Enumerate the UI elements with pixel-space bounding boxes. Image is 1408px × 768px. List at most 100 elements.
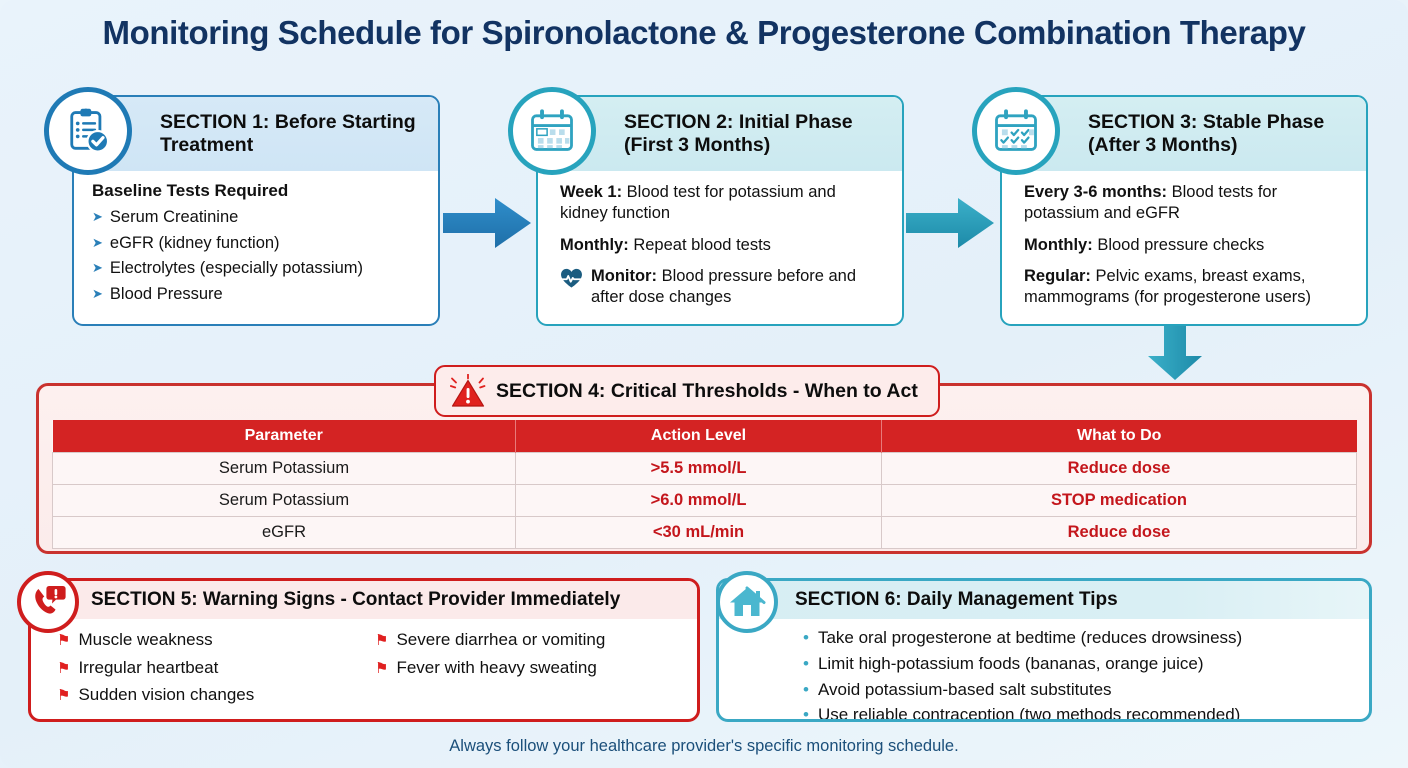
phone-alert-icon (35, 586, 66, 614)
list-item: ➤ Blood Pressure (92, 282, 426, 308)
section-4-title: SECTION 4: Critical Thresholds - When to… (496, 379, 918, 402)
flow-arrow-1-to-2 (443, 192, 535, 259)
bullet-dot-icon: • (803, 679, 809, 699)
section-2-header: SECTION 2: Initial Phase (First 3 Months… (538, 97, 902, 171)
schedule-item-text: Repeat blood tests (628, 235, 771, 254)
table-header-row: Parameter Action Level What to Do (52, 420, 1357, 453)
cell-parameter: Serum Potassium (52, 484, 516, 517)
cell-action-level: >5.5 mmol/L (515, 452, 882, 485)
schedule-item: Regular: Pelvic exams, breast exams, mam… (1024, 266, 1352, 308)
schedule-item: Monthly: Blood pressure checks (1024, 235, 1352, 256)
arrow-bullet-icon: ➤ (92, 285, 103, 301)
column-header-parameter: Parameter (52, 420, 516, 453)
flow-arrow-2-to-3 (906, 192, 998, 259)
flag-icon: ⚑ (57, 632, 71, 649)
cell-parameter: Serum Potassium (52, 452, 516, 485)
section-1-body-heading: Baseline Tests Required (92, 181, 289, 200)
list-item-label: eGFR (kidney function) (109, 233, 280, 252)
list-item-label: Muscle weakness (78, 630, 213, 649)
schedule-item: Monthly: Repeat blood tests (560, 235, 888, 256)
daily-tips-list: • Take oral progesterone at bedtime (red… (719, 619, 1369, 722)
schedule-item-text: Blood tests for potassium and eGFR (1024, 183, 1278, 222)
schedule-item-label: Regular: (1024, 267, 1091, 286)
schedule-item-label: Monthly: (560, 235, 629, 254)
list-item: • Use reliable contraception (two method… (803, 702, 1359, 722)
list-item-label: Serum Creatinine (109, 208, 239, 226)
list-item-label: Use reliable contraception (two methods … (817, 705, 1241, 722)
calendar-check-icon-badge (972, 87, 1060, 175)
list-item: ➤ eGFR (kidney function) (92, 231, 426, 257)
table-row: Serum Potassium >5.5 mmol/L Reduce dose (52, 452, 1357, 485)
bullet-dot-icon: • (803, 705, 809, 722)
schedule-item-label: Monthly: (1024, 235, 1093, 254)
phone-alert-icon-badge (17, 571, 79, 633)
schedule-item-label: Week 1: (560, 183, 623, 201)
cell-what-to-do: STOP medication (881, 484, 1357, 517)
list-item-label: Irregular heartbeat (78, 657, 219, 677)
list-item: ➤ Serum Creatinine (92, 205, 426, 231)
section-3-body: Every 3-6 months: Blood tests for potass… (1002, 171, 1366, 318)
section-5-title: SECTION 5: Warning Signs - Contact Provi… (31, 581, 697, 619)
list-item-label: Take oral progesterone at bedtime (reduc… (817, 628, 1243, 647)
list-item: ⚑ Fever with heavy sweating (375, 655, 687, 681)
list-item: ⚑ Severe diarrhea or vomiting (375, 627, 687, 653)
schedule-item-label: Every 3-6 months: (1024, 183, 1168, 201)
schedule-item-text: Blood test for potassium and kidney func… (560, 183, 836, 222)
schedule-item-label: Monitor: (591, 267, 657, 286)
section-2-body: Week 1: Blood test for potassium and kid… (538, 171, 902, 318)
page-title: Monitoring Schedule for Spironolactone &… (102, 14, 1306, 51)
list-item-label: Blood Pressure (109, 284, 223, 303)
list-item-label: Severe diarrhea or vomiting (396, 630, 606, 649)
warning-triangle-icon (450, 374, 486, 407)
cell-parameter: eGFR (52, 516, 516, 549)
list-item: ⚑ Irregular heartbeat (57, 655, 369, 681)
list-item: • Avoid potassium-based salt substitutes (803, 677, 1359, 703)
bullet-dot-icon: • (803, 628, 809, 647)
section-1-body: Baseline Tests Required ➤ Serum Creatini… (74, 171, 438, 317)
list-item-label: Electrolytes (especially potassium) (109, 259, 363, 278)
cell-action-level: >6.0 mmol/L (515, 484, 882, 517)
heartbeat-icon (560, 268, 583, 294)
critical-thresholds-table: Parameter Action Level What to Do Serum … (52, 420, 1357, 549)
clipboard-check-icon-badge (44, 87, 132, 175)
schedule-item-text: Blood pressure before and after dose cha… (591, 267, 857, 307)
list-item-label: Avoid potassium-based salt substitutes (817, 679, 1112, 699)
flag-icon: ⚑ (375, 659, 389, 677)
section-3-title: SECTION 3: Stable Phase (After 3 Months) (1088, 111, 1325, 156)
schedule-item-text: Blood pressure checks (1092, 235, 1265, 254)
table-row: Serum Potassium >6.0 mmol/L STOP medicat… (52, 484, 1357, 517)
home-icon (730, 586, 766, 616)
flag-icon: ⚑ (57, 687, 71, 704)
section-1-title: SECTION 1: Before Starting Treatment (160, 111, 416, 156)
section-1-card: SECTION 1: Before Starting Treatment Bas… (72, 95, 440, 326)
calendar-icon-badge (508, 87, 596, 175)
list-item-label: Limit high-potassium foods (bananas, ora… (817, 653, 1204, 673)
section-3-header: SECTION 3: Stable Phase (After 3 Months) (1002, 97, 1366, 171)
cell-what-to-do: Reduce dose (881, 452, 1357, 485)
section-6-title: SECTION 6: Daily Management Tips (719, 581, 1369, 619)
schedule-item-text: Pelvic exams, breast exams, mammograms (… (1024, 267, 1312, 307)
cell-action-level: <30 mL/min (515, 516, 882, 549)
section-2-title: SECTION 2: Initial Phase (First 3 Months… (624, 111, 853, 156)
calendar-check-icon (995, 109, 1037, 151)
section-5-panel: SECTION 5: Warning Signs - Contact Provi… (28, 578, 700, 722)
section-1-header: SECTION 1: Before Starting Treatment (74, 97, 438, 171)
section-4-badge: SECTION 4: Critical Thresholds - When to… (434, 365, 940, 417)
list-item: • Take oral progesterone at bedtime (red… (803, 625, 1359, 651)
warning-signs-list: ⚑ Muscle weakness ⚑ Severe diarrhea or v… (31, 619, 697, 718)
list-item: ➤ Electrolytes (especially potassium) (92, 256, 426, 282)
schedule-item: Week 1: Blood test for potassium and kid… (560, 182, 888, 224)
schedule-item: Every 3-6 months: Blood tests for potass… (1024, 182, 1352, 224)
column-header-what-to-do: What to Do (881, 420, 1357, 453)
flag-icon: ⚑ (57, 659, 71, 677)
arrow-bullet-icon: ➤ (92, 260, 103, 276)
section-2-card: SECTION 2: Initial Phase (First 3 Months… (536, 95, 904, 326)
list-item-label: Fever with heavy sweating (396, 657, 597, 677)
list-item: • Limit high-potassium foods (bananas, o… (803, 651, 1359, 677)
section-6-panel: SECTION 6: Daily Management Tips • Take … (716, 578, 1372, 722)
arrow-bullet-icon: ➤ (92, 209, 103, 224)
arrow-bullet-icon: ➤ (92, 234, 103, 250)
bullet-dot-icon: • (803, 653, 809, 673)
calendar-icon (531, 109, 573, 151)
